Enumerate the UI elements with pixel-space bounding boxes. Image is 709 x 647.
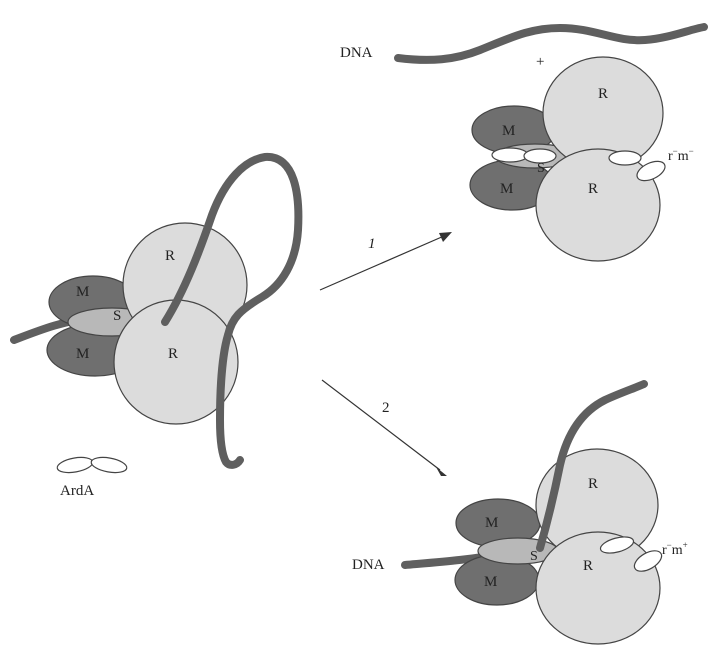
label-s-3: S <box>530 549 538 564</box>
r-subunit-lower-3 <box>536 532 660 644</box>
label-r-lower-3: R <box>583 558 593 574</box>
label-dna-bound: DNA <box>352 557 385 573</box>
label-m-upper: M <box>76 284 89 300</box>
complex1-restriction-modification-state: r−m− <box>668 146 694 164</box>
complex2-m: m <box>672 543 683 558</box>
label-m-lower: M <box>76 346 89 362</box>
ardA-protein-right <box>90 455 128 475</box>
arrow-2: 2 <box>322 380 447 476</box>
bottom-right-result: DNA R R M M S r−m+ <box>352 384 688 644</box>
label-m-upper-3: M <box>485 515 498 531</box>
label-r-upper-3: R <box>588 476 598 492</box>
label-arrow-2: 2 <box>382 400 390 416</box>
arrow-1: 1 <box>320 232 452 290</box>
label-m-lower-3: M <box>484 574 497 590</box>
label-r-upper: R <box>165 248 175 264</box>
complex2-restriction-modification-state: r−m+ <box>662 540 688 558</box>
complex2-m-sign: + <box>683 540 688 550</box>
label-s: S <box>113 308 121 324</box>
label-m-upper-2: M <box>502 123 515 139</box>
label-r-lower-2: R <box>588 181 598 197</box>
label-dna-free: DNA <box>340 45 373 61</box>
left-complex: R R M M S <box>14 157 298 465</box>
label-r-lower: R <box>168 346 178 362</box>
ardA-protein-left <box>56 455 94 475</box>
arrow-1-head <box>439 232 452 242</box>
complex1-m-sign: − <box>689 146 694 156</box>
ardA-free: ArdA <box>56 455 128 499</box>
arrow-2-shaft <box>322 380 440 470</box>
complex1-m: m <box>678 149 689 164</box>
dna-strand-free <box>398 27 704 60</box>
label-s-2: S <box>537 161 545 176</box>
label-arrow-1: 1 <box>368 236 376 252</box>
label-ardA: ArdA <box>60 483 94 499</box>
top-right-result: DNA + R R M M S r−m− <box>340 27 704 261</box>
ardA-bound-left-1 <box>492 148 528 162</box>
label-r-upper-2: R <box>598 86 608 102</box>
arrow-1-shaft <box>320 236 444 290</box>
r-subunit-lower-2 <box>536 149 660 261</box>
ardA-bound-right-1 <box>609 151 641 165</box>
label-plus: + <box>536 54 544 70</box>
label-m-lower-2: M <box>500 181 513 197</box>
arrow-2-head <box>434 467 447 476</box>
